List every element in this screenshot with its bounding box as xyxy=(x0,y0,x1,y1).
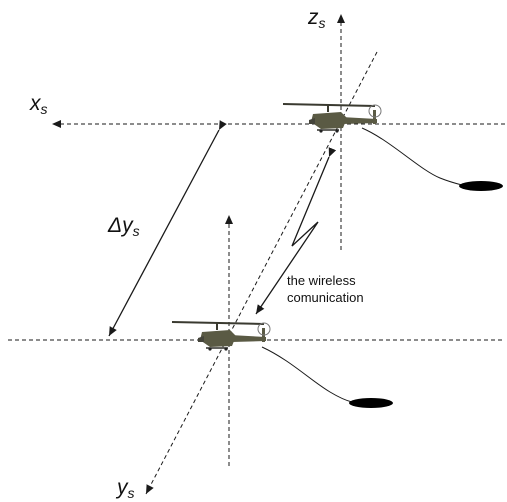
wireless-annotation-line1: the wireless xyxy=(287,273,356,288)
ground-shadow-lower xyxy=(349,398,393,408)
delta-y-arrow xyxy=(108,120,227,337)
wireless-annotation-line2: comunication xyxy=(287,290,364,305)
y-axis-diagonal xyxy=(145,51,378,495)
x-axis-label: xs xyxy=(29,92,48,117)
tether-lower xyxy=(261,346,353,403)
helicopter-icon xyxy=(171,321,271,351)
helicopter-icon xyxy=(282,103,382,133)
ground-shadow-upper xyxy=(459,181,503,191)
y-axis-label: ys xyxy=(115,476,135,501)
wireless-link-arrow xyxy=(255,147,337,315)
tether-upper xyxy=(361,127,463,186)
z-axis-label: zs xyxy=(307,6,326,31)
delta-y-label: Δys xyxy=(107,214,140,239)
